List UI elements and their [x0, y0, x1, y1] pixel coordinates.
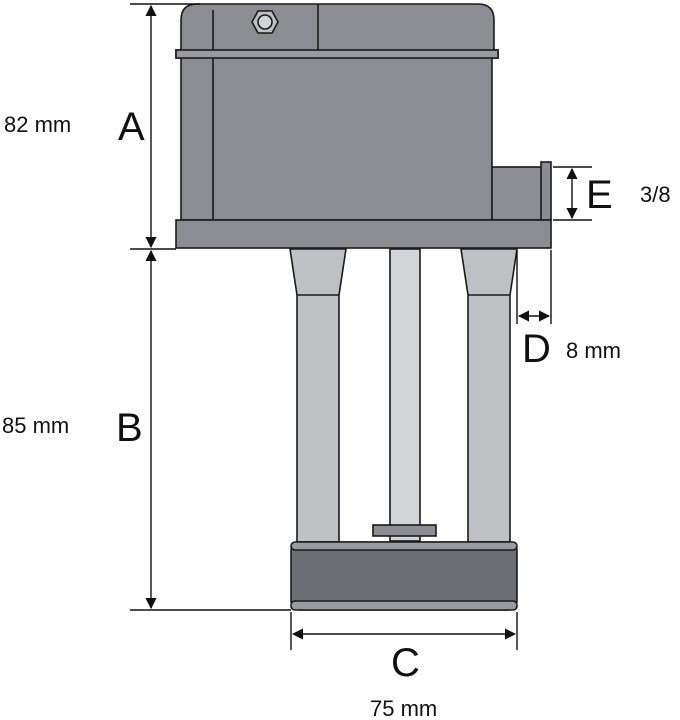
motor-housing: [175, 3, 499, 221]
dim-e-value: 3/8: [640, 182, 671, 207]
dim-b-letter: B: [116, 406, 143, 450]
dim-c-letter: C: [391, 641, 420, 685]
dim-c-value: 75 mm: [370, 696, 437, 720]
dimension-lines: [130, 3, 592, 650]
dim-b-value: 85 mm: [2, 413, 69, 438]
cover-flange: [175, 49, 499, 59]
support-leg-right: [460, 248, 518, 543]
pump-housing-lip: [290, 541, 518, 551]
pump-drawing: [175, 3, 552, 611]
hex-bolt-icon: [251, 10, 279, 34]
dim-a-value: 82 mm: [4, 112, 71, 137]
dim-e-letter: E: [586, 173, 613, 217]
outlet-flange: [540, 161, 552, 221]
pump-housing-bottom: [290, 541, 518, 611]
dim-a-letter: A: [118, 105, 145, 149]
dim-d-value: 8 mm: [566, 338, 621, 363]
dim-d-letter: D: [522, 327, 551, 371]
support-leg-left: [289, 248, 347, 543]
impeller-disc: [372, 524, 437, 537]
pump-shaft: [389, 248, 421, 542]
outlet-connector: [491, 166, 543, 221]
base-plate: [175, 219, 552, 249]
